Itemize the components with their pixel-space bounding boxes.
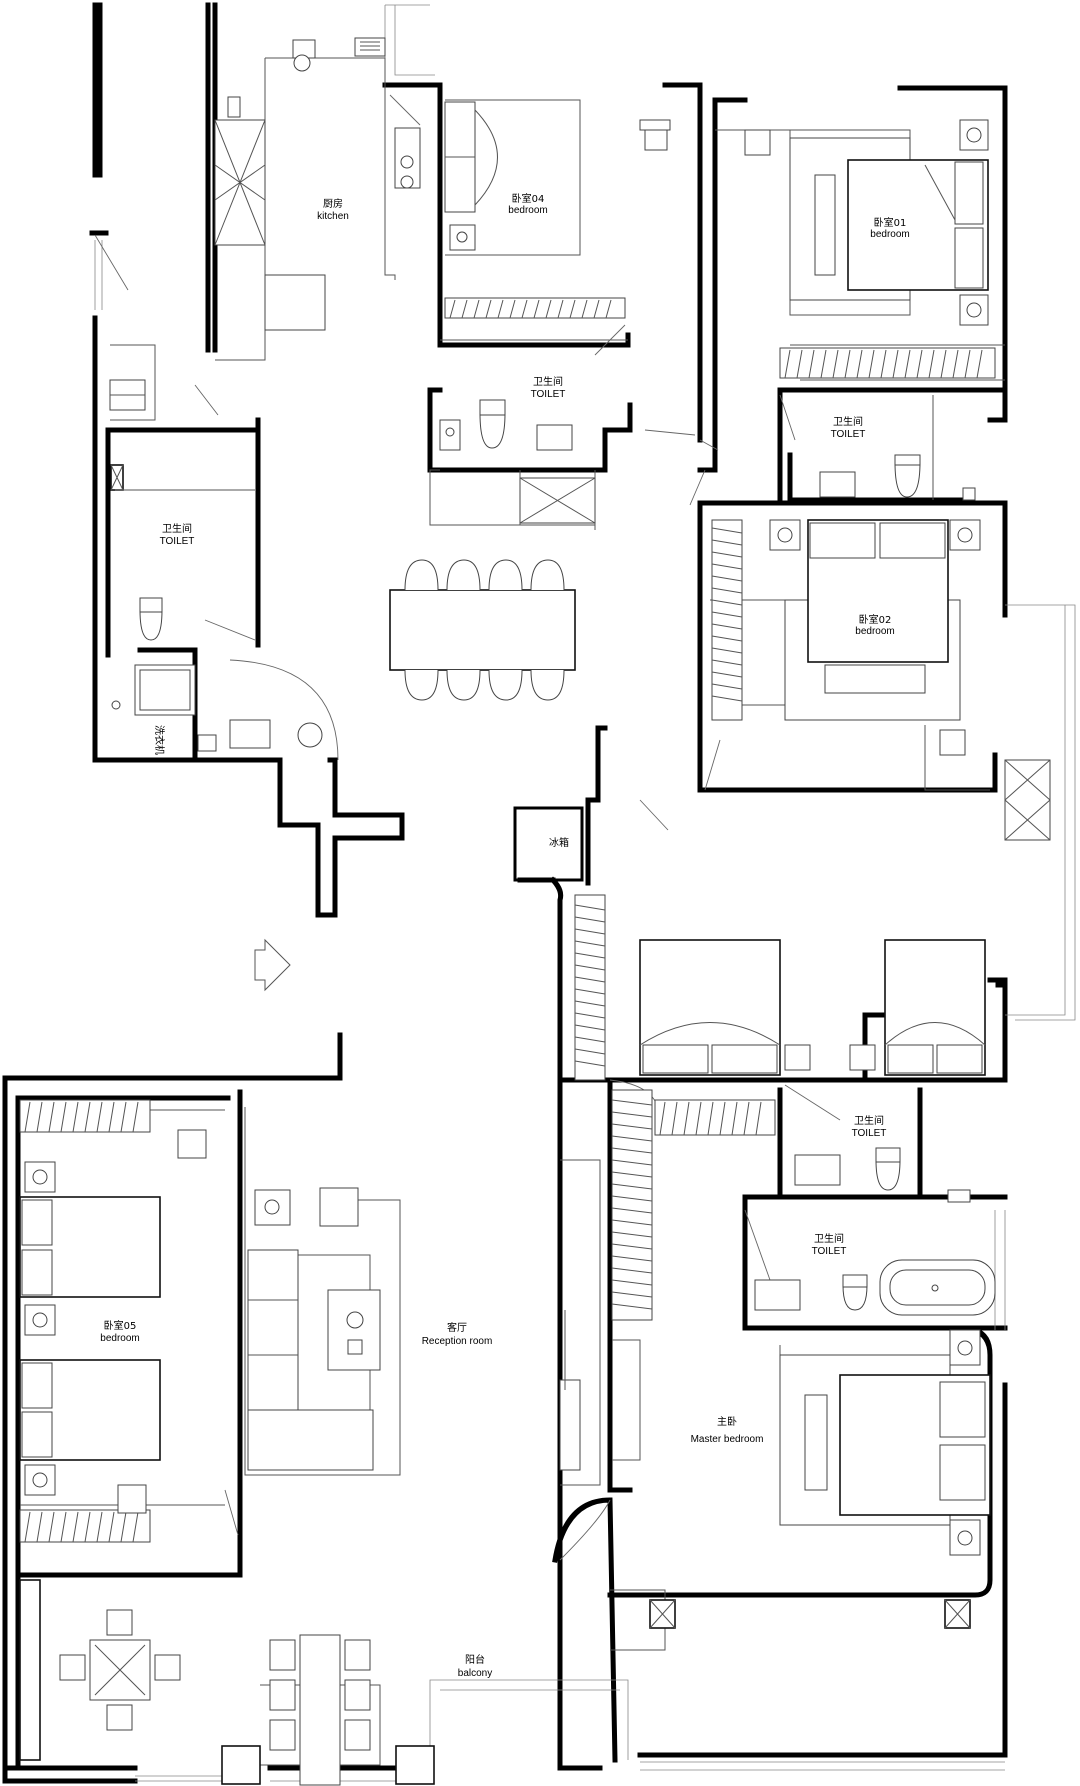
bedroom01-furniture	[744, 119, 996, 379]
bedroom05-label-en: bedroom	[100, 1333, 139, 1344]
laundry-label: 洗衣机	[153, 725, 166, 755]
toilet-lower-a-label-cn: 卫生间	[854, 1114, 884, 1127]
master-bedroom-furniture	[611, 1089, 991, 1629]
wardrobe-master	[611, 1089, 653, 1321]
toilet-mid-label-cn: 卫生间	[533, 375, 563, 388]
bedroom02-furniture	[711, 519, 1051, 841]
toilet-right-upper-label-en: TOILET	[831, 429, 866, 440]
bedroom05-label-cn: 卧室05	[104, 1319, 137, 1332]
bedroom04-label-cn: 卧室04	[512, 192, 545, 205]
toilet-right-upper-label-cn: 卫生间	[833, 415, 863, 428]
kitchen-label-cn: 厨房	[323, 197, 343, 210]
toilet-lower-b-label-cn: 卫生间	[814, 1232, 844, 1245]
reception-furniture	[247, 1187, 381, 1471]
bedroom04-label-en: bedroom	[508, 205, 547, 216]
bedroom02-label-en: bedroom	[855, 626, 894, 637]
fridge-label: 冰箱	[549, 836, 569, 849]
lower-toilet-fixtures	[754, 1147, 996, 1316]
lower-center-beds	[639, 939, 986, 1076]
bedroom04-furniture	[444, 101, 671, 319]
wardrobe-01	[779, 347, 996, 379]
toilet-left-label-en: TOILET	[160, 536, 195, 547]
master-bedroom-label-en: Master bedroom	[691, 1434, 764, 1445]
dining-set	[389, 559, 576, 701]
kitchen-fixtures	[214, 37, 421, 331]
toilet-fixtures-upper	[439, 399, 976, 524]
toilet-left-label-cn: 卫生间	[162, 522, 192, 535]
wardrobe-02	[711, 519, 743, 721]
toilet-lower-b-label-en: TOILET	[812, 1246, 847, 1257]
toilet-mid-label-en: TOILET	[531, 389, 566, 400]
bedroom02-label-cn: 卧室02	[859, 613, 892, 626]
room-labels: 厨房 kitchen 卧室04 bedroom 卧室01 bedroom 卫生间…	[100, 192, 909, 1679]
wardrobe-04	[444, 297, 626, 319]
fridge-wardrobe	[254, 894, 606, 1081]
balcony-label-en: balcony	[458, 1668, 492, 1679]
reception-label-cn: 客厅	[447, 1321, 467, 1334]
wardrobe-master-top	[654, 1099, 776, 1136]
master-bedroom-label-cn: 主卧	[717, 1415, 737, 1428]
bedroom01-label-en: bedroom	[870, 229, 909, 240]
bedroom01-label-cn: 卧室01	[874, 216, 907, 229]
exterior-walls	[2, 2, 1008, 1784]
kitchen-label-en: kitchen	[317, 211, 349, 222]
balcony-label-cn: 阳台	[465, 1653, 485, 1666]
toilet-lower-a-label-en: TOILET	[852, 1128, 887, 1139]
balcony-furniture	[19, 1310, 581, 1786]
reception-label-en: Reception room	[422, 1336, 493, 1347]
bedroom05-furniture	[19, 1099, 207, 1543]
left-toilet-fixtures	[109, 379, 323, 752]
wardrobe-05	[19, 1099, 151, 1543]
